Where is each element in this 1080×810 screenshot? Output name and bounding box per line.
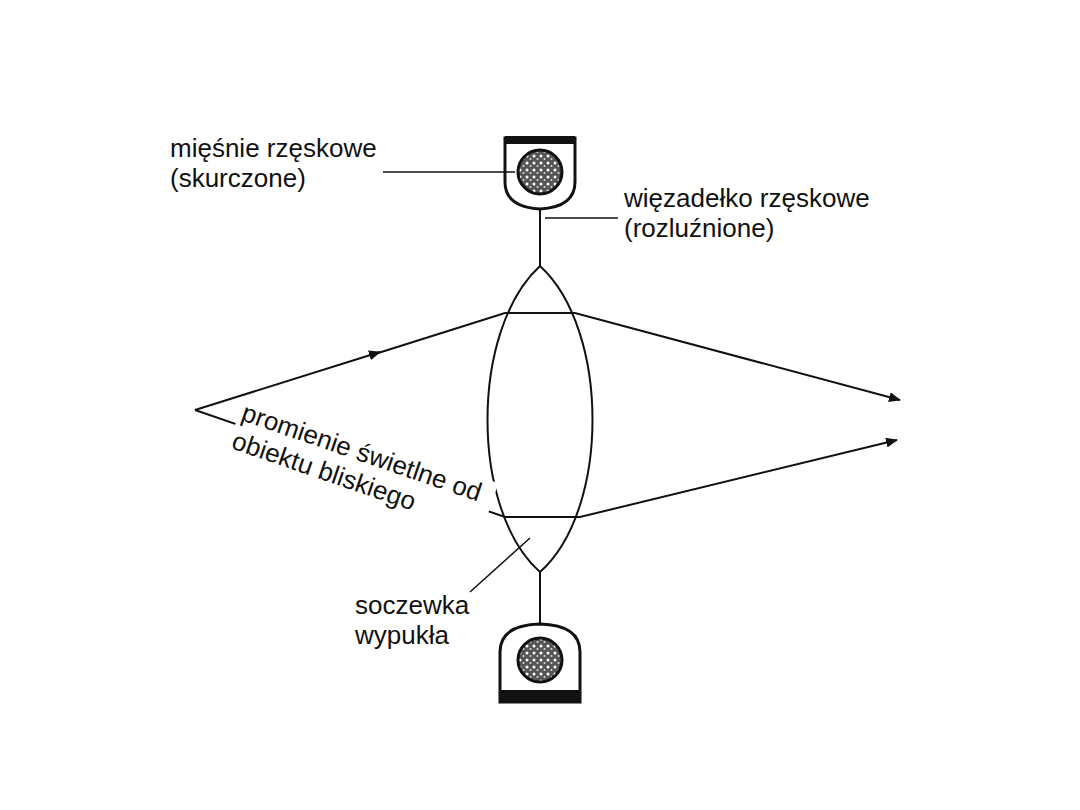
ligament-label: więzadełko rzęskowe (rozluźnione) [624, 183, 914, 243]
ciliary-muscle-top [505, 136, 575, 209]
zonule-top [539, 209, 541, 266]
zonule-bottom [539, 572, 541, 624]
convex-lens [488, 266, 593, 572]
lens-label: soczewka wypukła [355, 590, 485, 650]
leader-lines [383, 172, 618, 592]
ciliary-muscle-bottom [500, 624, 580, 702]
muscle-label: mięśnie rzęskowe (skurczone) [170, 133, 385, 193]
rays-label: promienie świetlne od obiektu bliskiego [226, 396, 499, 540]
